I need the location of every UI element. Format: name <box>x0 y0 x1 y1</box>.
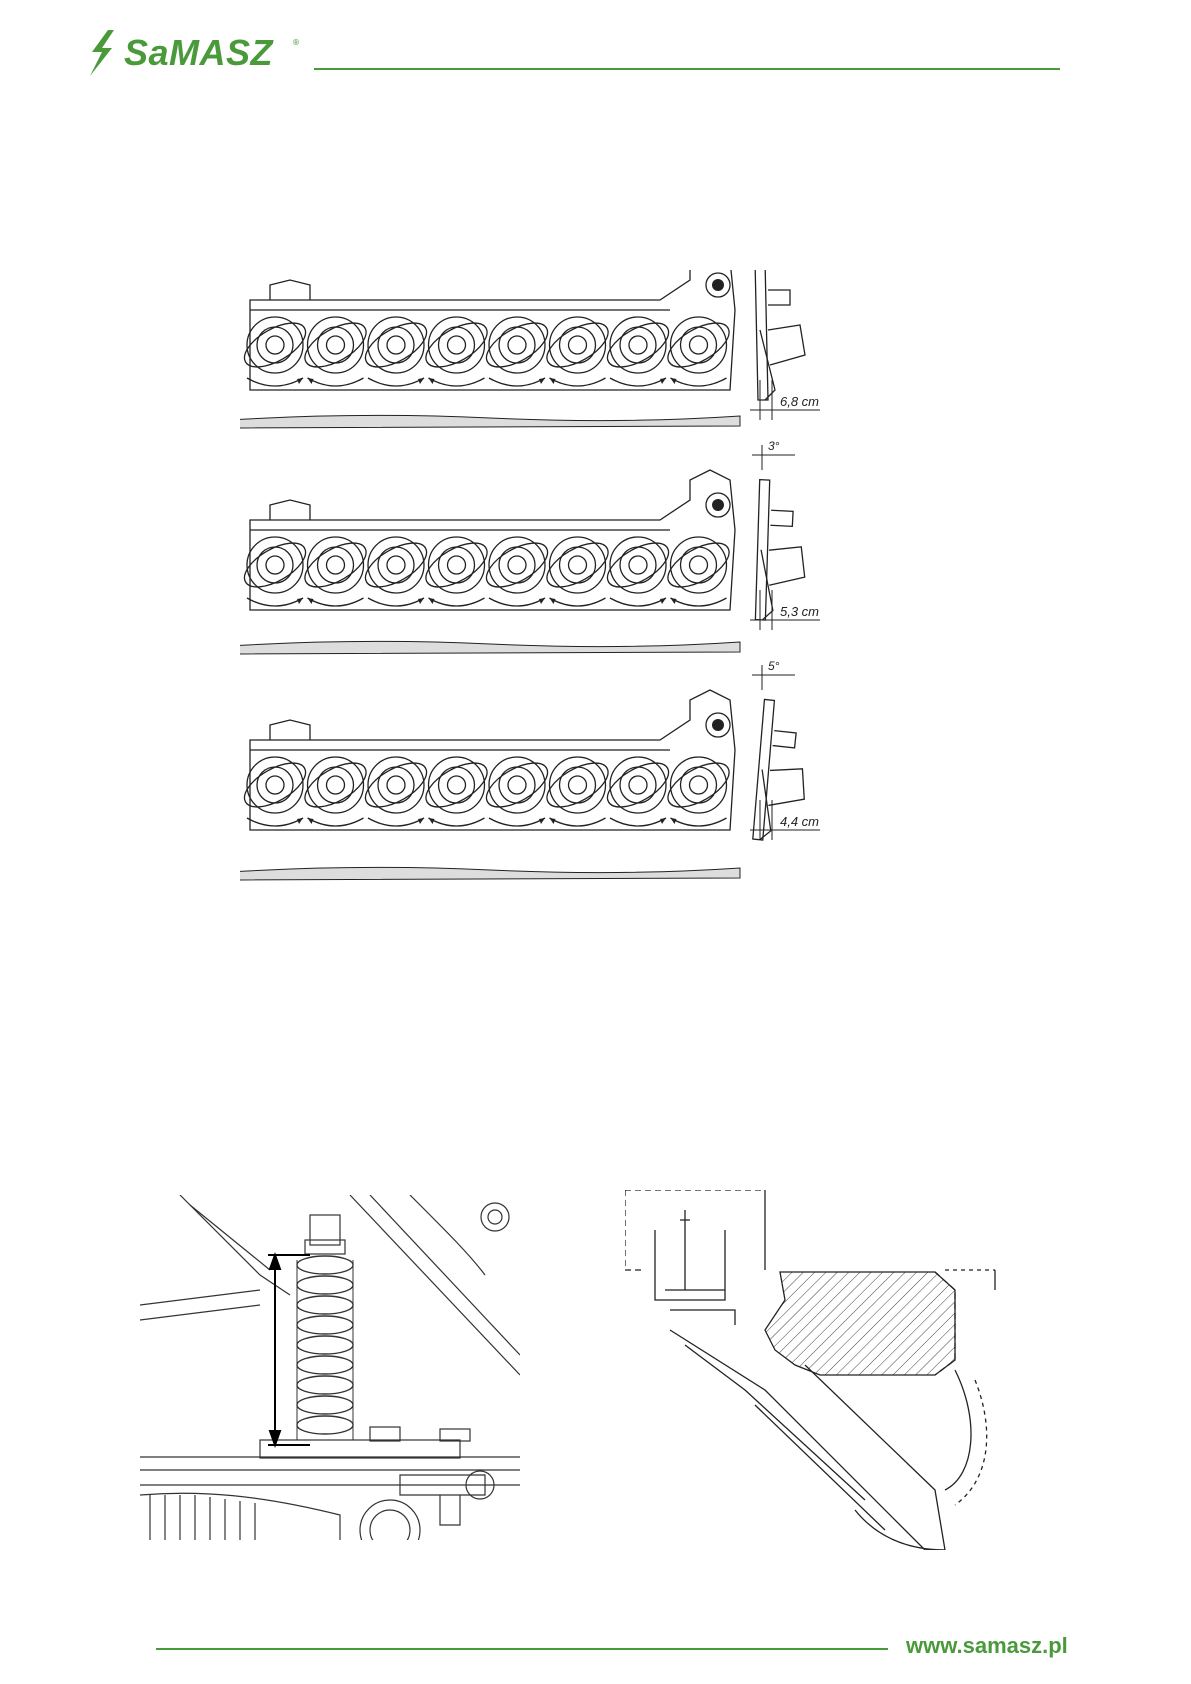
tilt-angle-label: 5° <box>768 659 780 673</box>
footer-divider <box>156 1648 888 1650</box>
mower-view-2: 5,3 cm 3° <box>240 439 820 654</box>
cutting-height-label: 4,4 cm <box>780 814 819 829</box>
tilt-angle-label: 3° <box>768 439 780 453</box>
brand-logo: SaMASZ ® <box>86 30 306 78</box>
spring-adjustment-figure <box>140 1195 520 1540</box>
mower-view-1: 6,8 cm <box>240 270 820 428</box>
side-view-2 <box>752 480 809 622</box>
registered-mark: ® <box>292 38 300 47</box>
cutting-height-label: 6,8 cm <box>780 394 819 409</box>
brand-name: SaMASZ <box>124 32 273 74</box>
website-link[interactable]: www.samasz.pl <box>906 1633 1068 1659</box>
mower-tilt-diagram: 6,8 cm 5,3 cm 3° 4,4 cm 5° <box>240 270 920 930</box>
skid-cutting-height-figure <box>625 1190 1005 1550</box>
header-divider <box>314 68 1060 70</box>
side-view-1 <box>755 270 805 400</box>
logo-bolt-icon <box>86 30 120 76</box>
cutting-height-label: 5,3 cm <box>780 604 819 619</box>
mower-view-3: 4,4 cm 5° <box>240 659 820 880</box>
